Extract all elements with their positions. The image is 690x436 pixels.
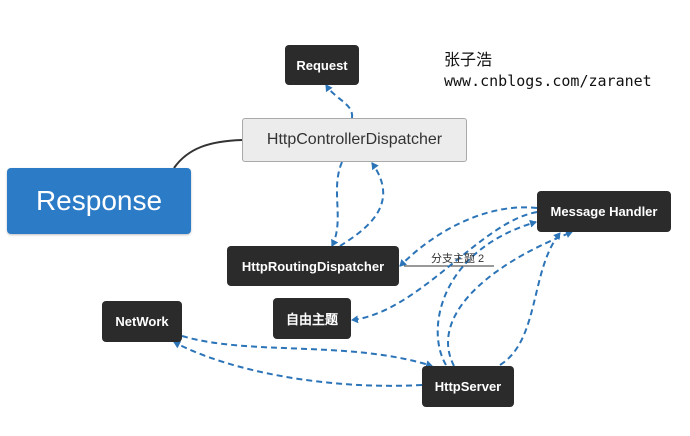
arrow-controller-to-routing <box>331 161 343 247</box>
node-message-handler[interactable]: Message Handler <box>537 191 671 232</box>
node-network-label: NetWork <box>115 314 169 329</box>
node-free-topic-label: 自由主题 <box>285 312 338 327</box>
node-http-server-label: HttpServer <box>434 379 502 394</box>
node-http-controller-dispatcher[interactable]: HttpControllerDispatcher <box>242 118 467 162</box>
arrow-message-handler-to-routing <box>399 206 538 267</box>
connector-response-controller <box>173 139 243 169</box>
node-network[interactable]: NetWork <box>102 301 182 342</box>
edge-label-branch-topic-2: 分支主题 2 <box>431 253 485 265</box>
arrow-controller-to-request <box>325 84 354 119</box>
arrow-http-server-to-message-handler-c <box>499 232 561 366</box>
node-request[interactable]: Request <box>285 45 359 85</box>
arrow-routing-to-controller <box>339 162 385 247</box>
node-request-label: Request <box>296 57 348 73</box>
node-http-server[interactable]: HttpServer <box>422 366 514 407</box>
credit-site: www.cnblogs.com/zaranet <box>444 72 652 90</box>
node-http-routing-dispatcher-label: HttpRoutingDispatcher <box>241 258 385 274</box>
arrow-message-handler-to-free-topic <box>351 211 538 324</box>
node-http-routing-dispatcher[interactable]: HttpRoutingDispatcher <box>227 246 399 286</box>
arrow-http-server-to-message-handler-a <box>436 219 537 366</box>
arrow-network-to-http-server <box>181 335 433 369</box>
node-response[interactable]: Response <box>7 168 191 234</box>
arrow-http-server-to-message-handler-b <box>447 230 573 367</box>
node-response-label: Response <box>35 185 163 216</box>
arrow-http-server-to-network <box>173 341 423 387</box>
node-http-controller-dispatcher-label: HttpControllerDispatcher <box>266 131 443 148</box>
node-free-topic[interactable]: 自由主题 <box>273 298 351 339</box>
node-message-handler-label: Message Handler <box>550 204 658 219</box>
credit-author: 张子浩 <box>444 50 493 69</box>
